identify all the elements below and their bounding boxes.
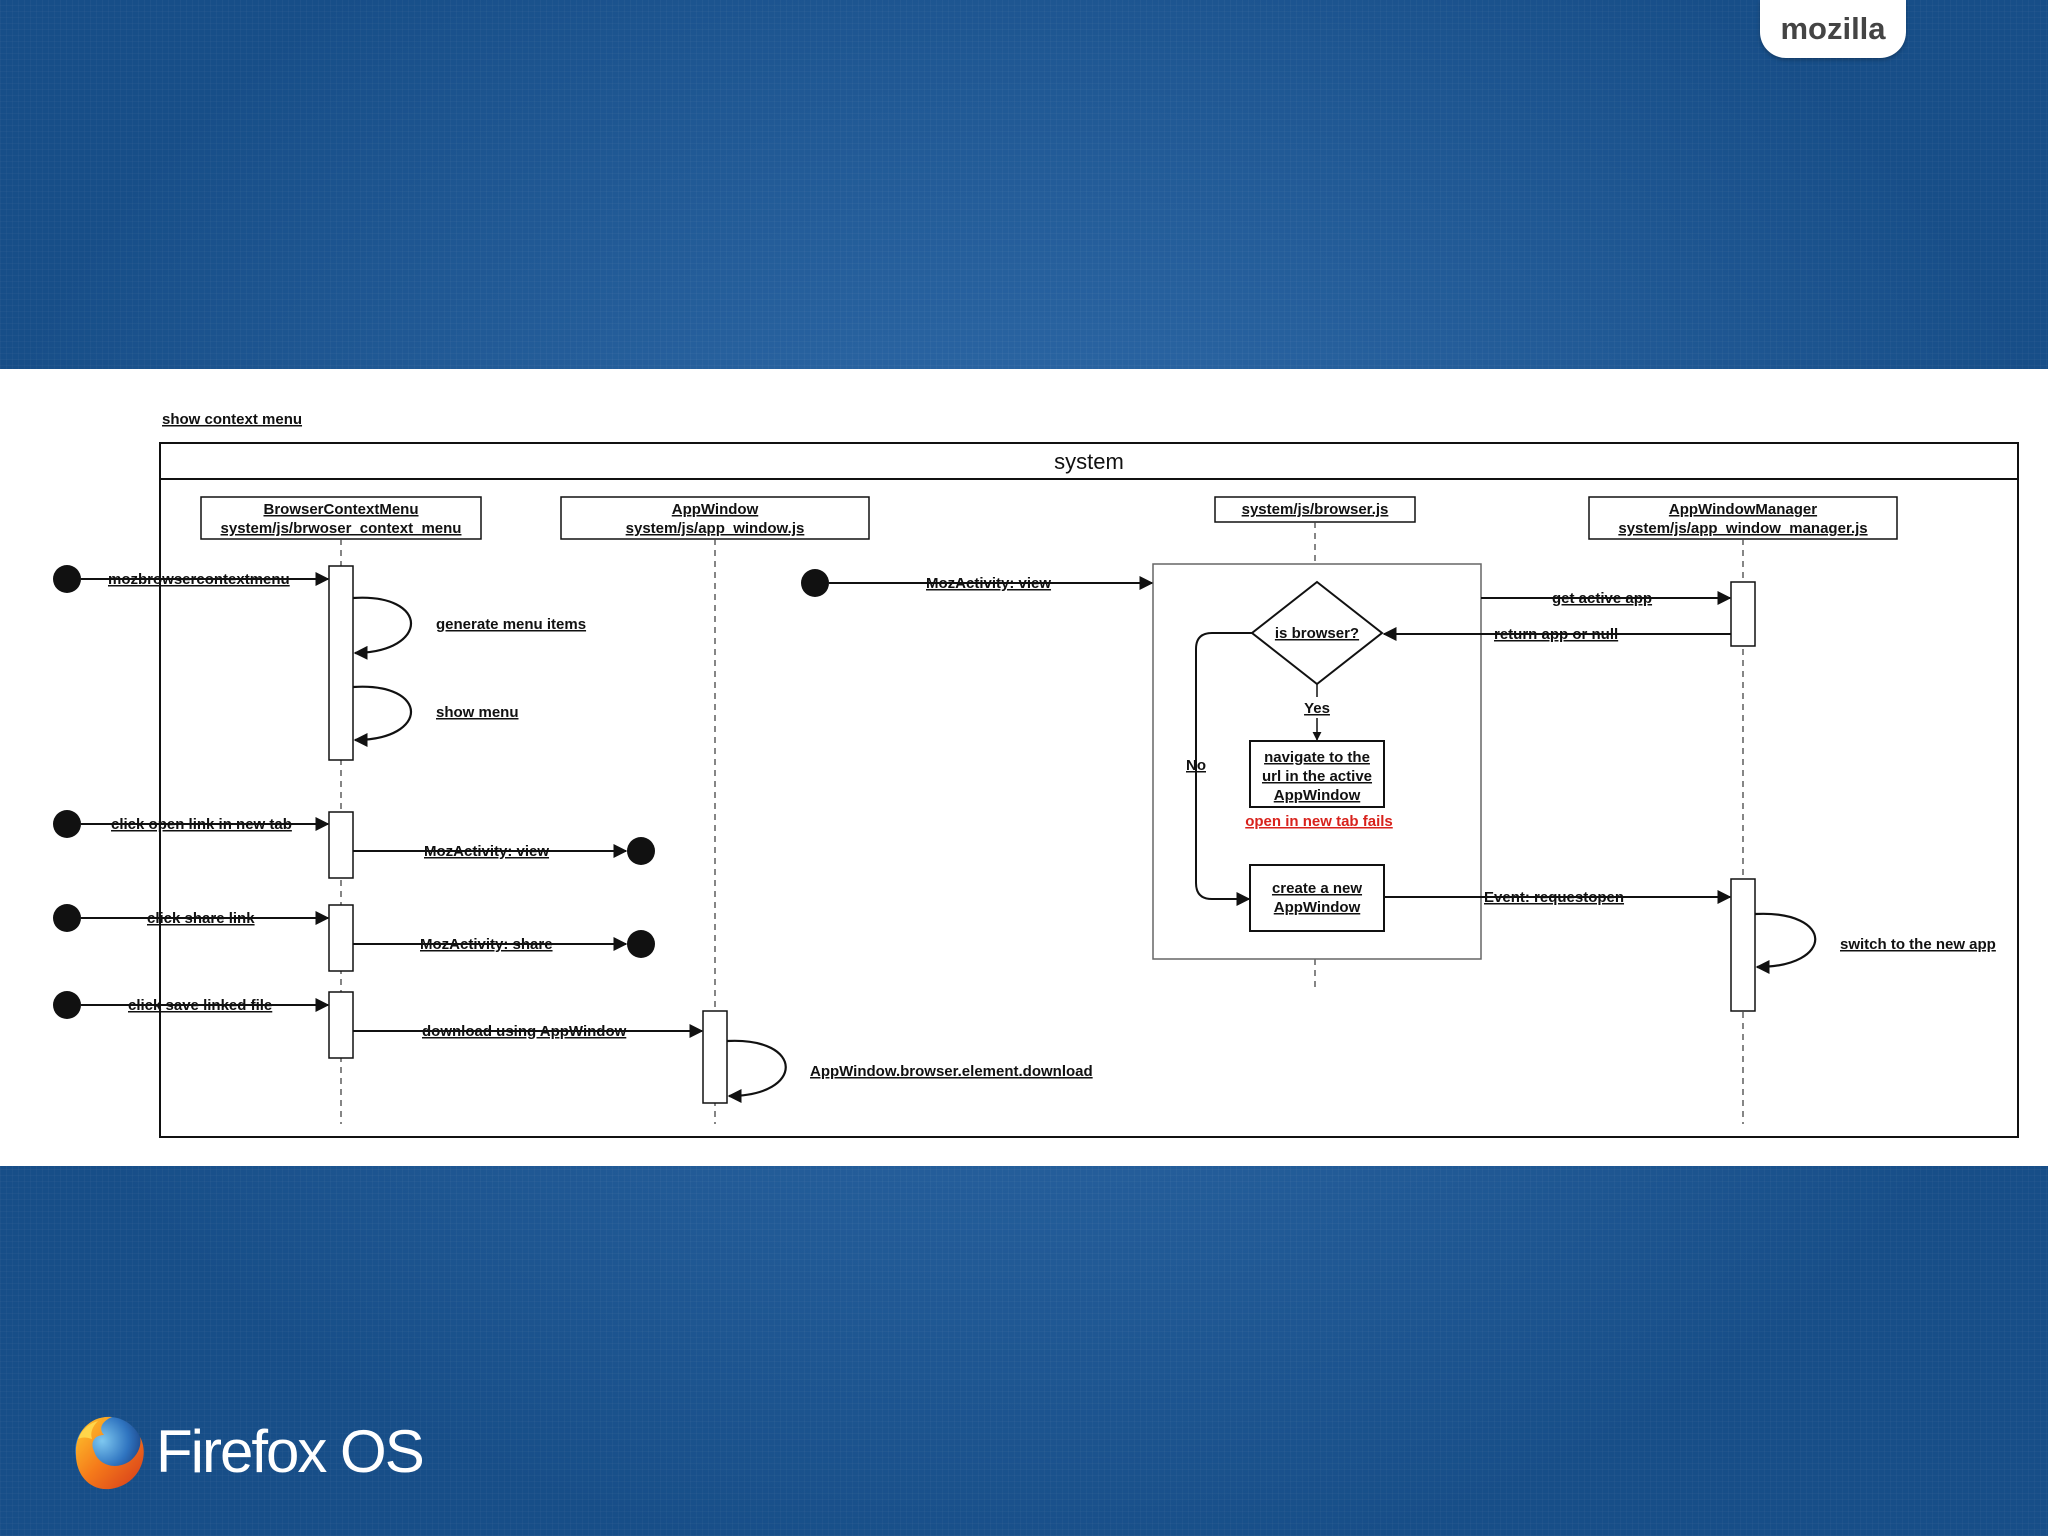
fail-note: open in new tab fails — [1245, 813, 1393, 830]
lifeline-label: system/js/brwoser_context_menu — [221, 520, 462, 537]
lifeline-label: AppWindowManager — [1669, 501, 1817, 518]
message-generate-menu-items: generate menu items — [436, 616, 586, 633]
message-get-active-app: get active app — [1552, 590, 1652, 607]
create-label: create a new — [1272, 880, 1362, 897]
create-appwindow-box — [1249, 864, 1385, 932]
lifeline-label: system/js/browser.js — [1242, 501, 1389, 518]
diagram-heading: show context menu — [162, 411, 302, 428]
activation-bar — [328, 565, 354, 761]
mozilla-wordmark: mozilla — [1780, 11, 1886, 46]
message-appwindow-browser-download: AppWindow.browser.element.download — [810, 1063, 1093, 1080]
message-click-save-linked-file: click save linked file — [128, 997, 272, 1014]
navigate-box — [1249, 740, 1385, 808]
message-return-app-or-null: return app or null — [1494, 626, 1618, 643]
lifeline-label: BrowserContextMenu — [263, 501, 418, 518]
navigate-label: url in the active — [1262, 768, 1372, 785]
message-mozbrowsercontextmenu: mozbrowsercontextmenu — [108, 571, 290, 588]
final-node — [627, 930, 655, 958]
initial-node — [53, 810, 81, 838]
self-message — [352, 596, 412, 660]
lifeline-label: system/js/app_window_manager.js — [1618, 520, 1867, 537]
message-mozactivity-share: MozActivity: share — [420, 936, 553, 953]
decision-label: is browser? — [1275, 625, 1359, 642]
navigate-label: navigate to the — [1264, 749, 1370, 766]
initial-node — [53, 565, 81, 593]
no-label: No — [1186, 757, 1206, 774]
message-switch-to-new-app: switch to the new app — [1840, 936, 1996, 953]
message-click-share-link: click share link — [147, 910, 255, 927]
lifeline-label: AppWindow — [672, 501, 759, 518]
activation-bar — [328, 991, 354, 1059]
browserjs-activity-box — [1152, 563, 1482, 960]
navigate-label: AppWindow — [1274, 787, 1361, 804]
message-event-requestopen: Event: requestopen — [1484, 889, 1624, 906]
activation-bar — [328, 811, 354, 879]
firefox-icon — [75, 1416, 144, 1490]
slide-panel: show context menu system BrowserContextM… — [0, 369, 2048, 1166]
system-frame-title: system — [1054, 449, 1124, 474]
self-message — [352, 685, 412, 747]
activation-bar — [328, 904, 354, 972]
firefox-os-logo: Firefox OS — [64, 1410, 425, 1494]
message-click-open-link: click open link in new tab — [111, 816, 292, 833]
system-frame — [159, 442, 2019, 1138]
self-message — [1754, 912, 1817, 974]
activation-bar — [1730, 581, 1756, 647]
message-mozactivity-view: MozActivity: view — [424, 843, 549, 860]
initial-node — [53, 904, 81, 932]
yes-label: Yes — [1304, 700, 1330, 717]
activation-bar — [702, 1010, 728, 1104]
sequence-diagram: show context menu system BrowserContextM… — [53, 411, 2019, 1138]
mozilla-tab: mozilla — [1760, 0, 1906, 58]
initial-node — [53, 991, 81, 1019]
message-show-menu: show menu — [436, 704, 519, 721]
lifeline-label: system/js/app_window.js — [626, 520, 805, 537]
firefox-os-wordmark: Firefox OS — [156, 1418, 425, 1485]
message-mozactivity-view-2: MozActivity: view — [926, 575, 1051, 592]
activation-bar — [1730, 878, 1756, 1012]
create-label: AppWindow — [1274, 899, 1361, 916]
final-node — [627, 837, 655, 865]
self-message — [726, 1039, 787, 1103]
no-branch-path — [1195, 632, 1252, 906]
initial-node — [801, 569, 829, 597]
message-download-using-appwindow: download using AppWindow — [422, 1023, 627, 1040]
